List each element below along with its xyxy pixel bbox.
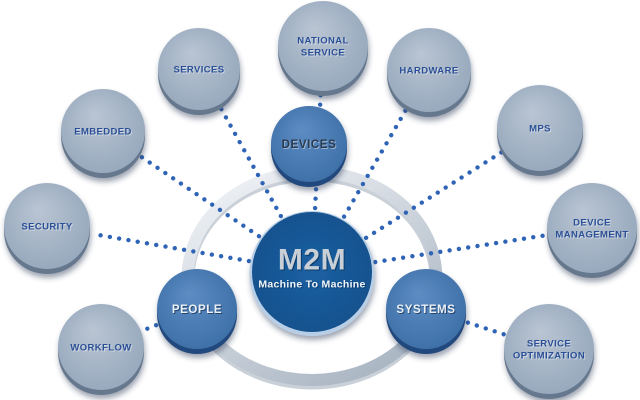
hub-subtitle: Machine To Machine: [258, 279, 365, 291]
connection-people-workflow: [140, 322, 159, 333]
node-label-devices-shadow: DEVICES: [283, 140, 338, 152]
node-label-security: SECURITY: [21, 221, 72, 232]
node-label-workflow-shadow: WORKFLOW: [71, 343, 132, 354]
connection-m2m-device-management: [373, 233, 548, 265]
connection-m2m-security: [89, 231, 252, 264]
node-label-mps-shadow: MPS: [530, 124, 552, 135]
node-label-mps: MPS: [529, 123, 551, 134]
hub-title: M2M: [278, 244, 346, 277]
node-label-hardware: HARDWARE: [399, 65, 458, 76]
node-label-people-shadow: PEOPLE: [173, 305, 223, 317]
hub-subtitle-shadow: Machine To Machine: [259, 280, 366, 292]
node-label-embedded: EMBEDDED: [74, 126, 132, 137]
node-label-devices: DEVICES: [282, 139, 337, 151]
hub-title-shadow: M2M: [279, 245, 347, 278]
connection-m2m-hardware: [341, 105, 410, 219]
node-label-systems: SYSTEMS: [396, 304, 455, 316]
connection-systems-service-optimization: [465, 320, 507, 337]
node-label-hardware-shadow: HARDWARE: [400, 66, 459, 77]
connection-m2m-mps: [363, 149, 505, 241]
node-label-services-shadow: SERVICES: [174, 65, 225, 76]
node-label-embedded-shadow: EMBEDDED: [75, 127, 133, 138]
node-label-people: PEOPLE: [172, 304, 222, 316]
node-label-security-shadow: SECURITY: [22, 222, 73, 233]
node-label-services: SERVICES: [173, 64, 224, 75]
node-label-systems-shadow: SYSTEMS: [397, 305, 456, 317]
connection-m2m-services: [217, 104, 284, 219]
node-label-workflow: WORKFLOW: [70, 342, 131, 353]
